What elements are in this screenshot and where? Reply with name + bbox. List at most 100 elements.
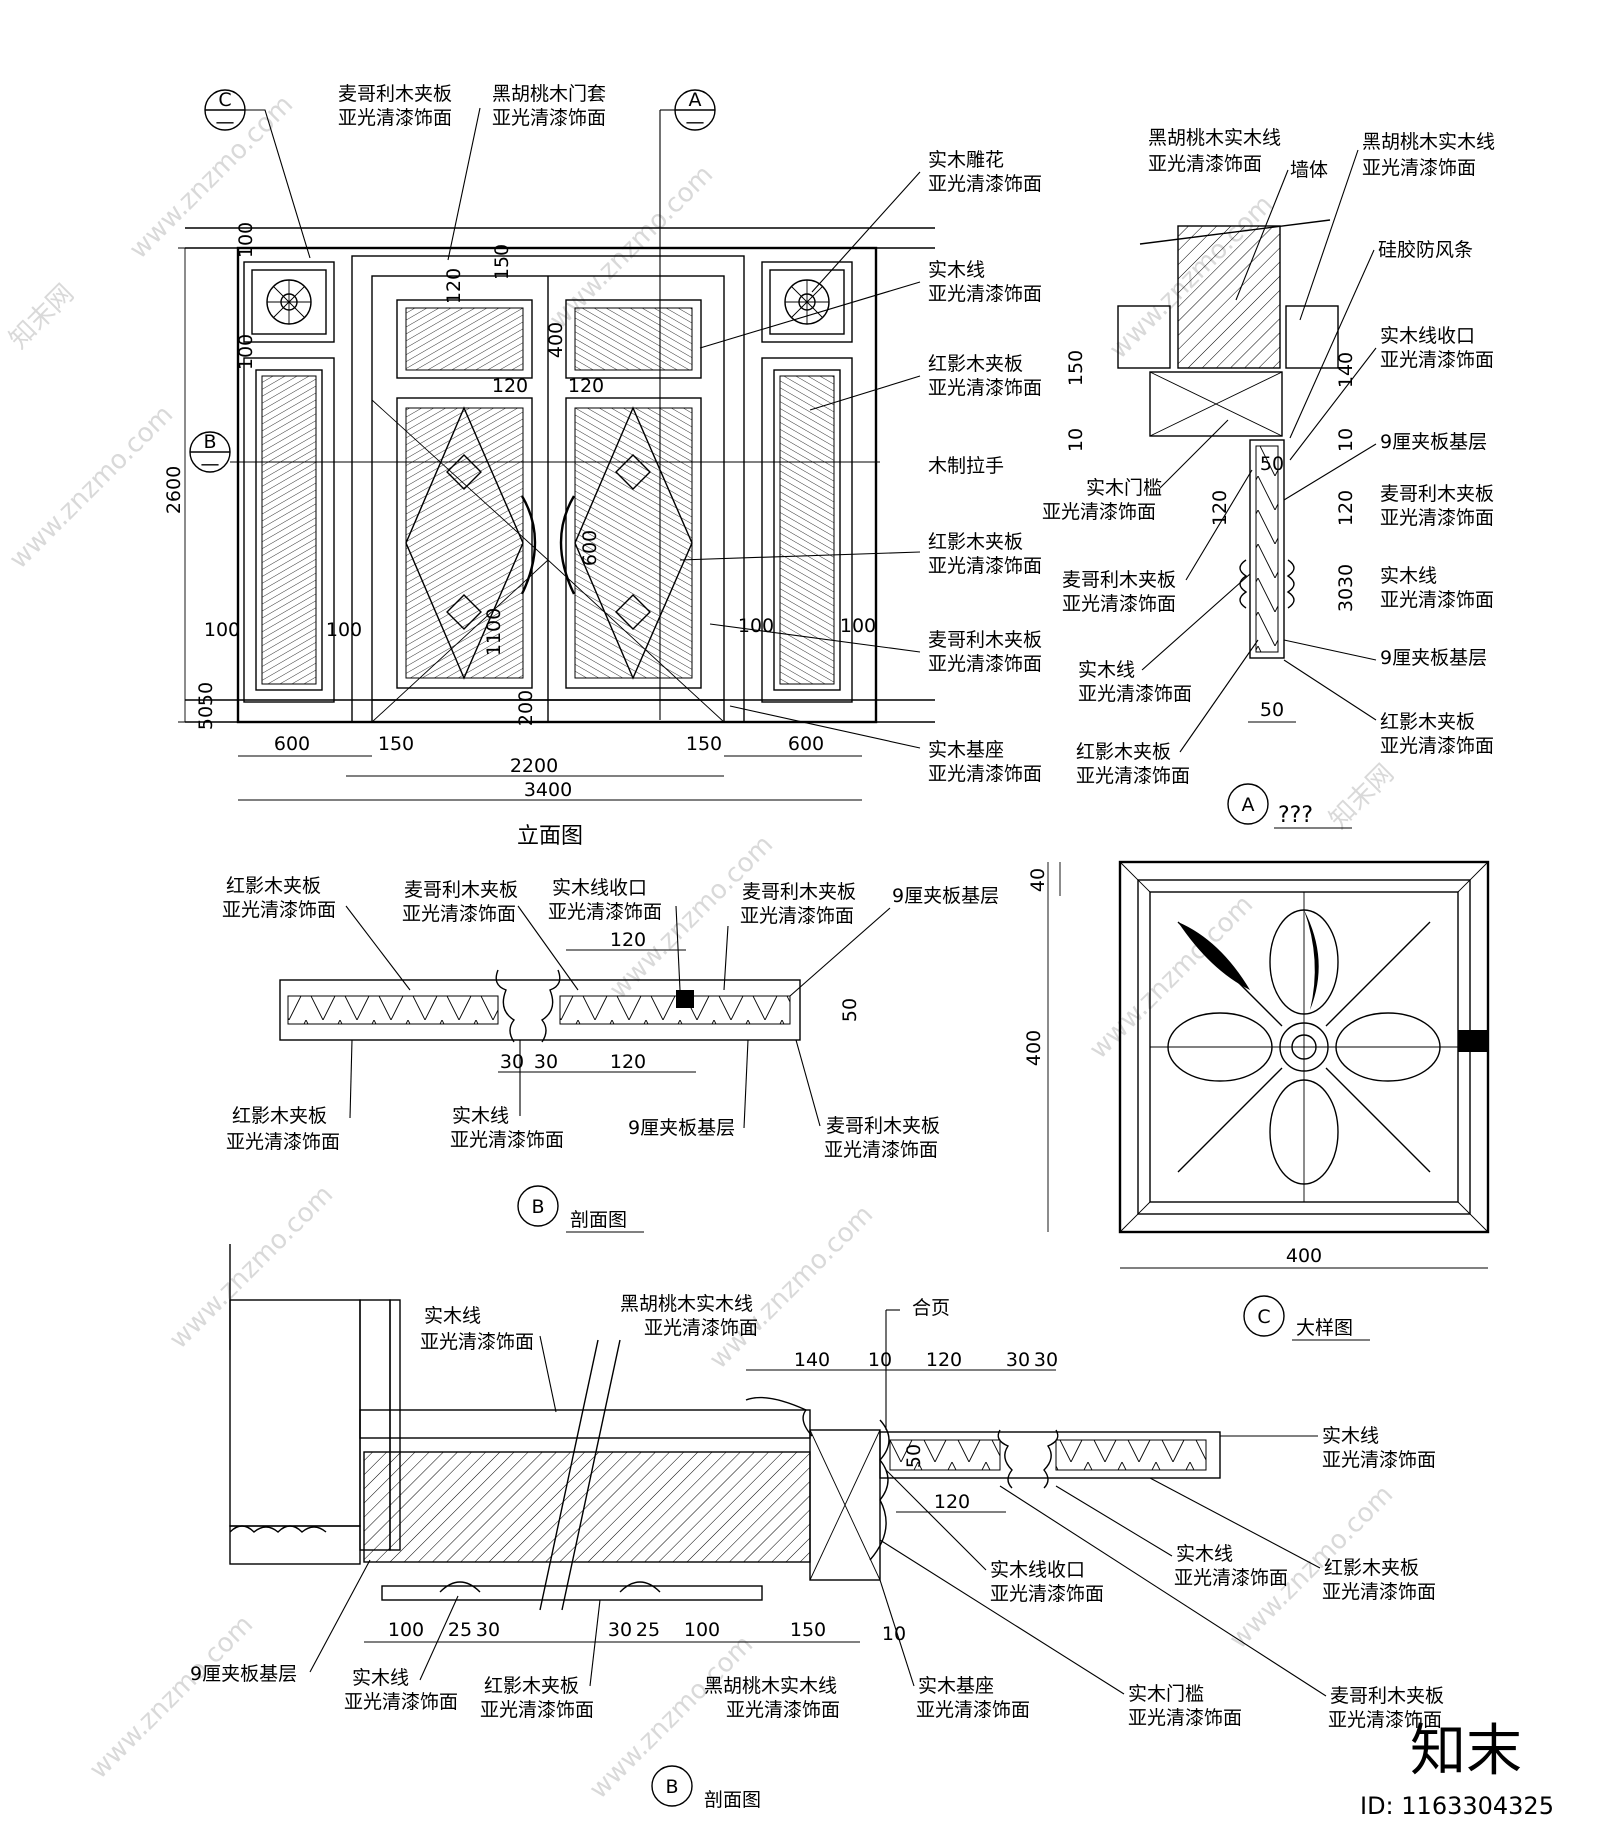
- label-finish: 亚光清漆饰面: [450, 1129, 564, 1151]
- label-solid-molding: 实木线: [452, 1105, 509, 1127]
- watermark-site: www.znzmo.com: [704, 1200, 879, 1375]
- label-solid-molding: 实木线: [1176, 1543, 1233, 1565]
- section-b2-view: [229, 1244, 1221, 1611]
- section-b2-title: 剖面图: [704, 1789, 761, 1811]
- callout-letter: B: [665, 1776, 678, 1798]
- label-finish: 亚光清漆饰面: [222, 899, 336, 921]
- label-finish: 亚光清漆饰面: [928, 173, 1042, 195]
- label-solid-molding: 实木线: [1078, 659, 1135, 681]
- elevation-title: 立面图: [517, 824, 583, 849]
- label-solid-molding: 实木线: [352, 1667, 409, 1689]
- label-finish: 亚光清漆饰面: [644, 1317, 758, 1339]
- dim-label: 30: [500, 1051, 524, 1073]
- dim-label: 100: [840, 615, 876, 637]
- section-b2-dimensions: 140 10 120 30 30 120 50 100 25 30 30 25 …: [364, 1349, 1058, 1811]
- label-threshold: 实木门槛: [1128, 1683, 1204, 1705]
- watermark-brand: 知末网: [1324, 759, 1400, 835]
- dim-label: 1100: [483, 608, 505, 656]
- label-finish: 亚光清漆饰面: [1380, 735, 1494, 757]
- callout-sheet: —: [201, 453, 220, 475]
- brand-logo: 知末 ID: 1163304325: [1360, 1719, 1554, 1820]
- dim-label: 600: [579, 530, 601, 566]
- dim-label: 100: [388, 1619, 424, 1641]
- section-a-title: ???: [1278, 803, 1313, 828]
- label-walnut-molding: 黑胡桃木实木线: [704, 1675, 837, 1697]
- label-wall: 墙体: [1290, 159, 1328, 181]
- section-b1-view: [279, 969, 801, 1043]
- label-finish: 亚光清漆饰面: [1380, 507, 1494, 529]
- callout-b: B —: [189, 431, 880, 475]
- elevation-labels: 麦哥利木夹板 亚光清漆饰面 黑胡桃木门套 亚光清漆饰面 实木雕花 亚光清漆饰面 …: [338, 83, 1042, 785]
- dim-label: 200: [515, 690, 537, 726]
- dim-label: 120: [492, 375, 528, 397]
- dim-label: 50: [1260, 453, 1284, 475]
- rosette-ornament: [266, 279, 312, 325]
- label-mageli-panel: 麦哥利木夹板: [1380, 483, 1494, 505]
- dim-label: 10: [1065, 428, 1087, 452]
- label-finish: 亚光清漆饰面: [226, 1131, 340, 1153]
- label-finish: 亚光清漆饰面: [1174, 1567, 1288, 1589]
- label-finish: 亚光清漆饰面: [402, 903, 516, 925]
- label-walnut-molding: 黑胡桃木实木线: [1362, 131, 1495, 153]
- dim-label: 30: [1335, 564, 1357, 588]
- label-weather-strip: 硅胶防风条: [1378, 239, 1473, 261]
- dim-label: 120: [443, 268, 465, 304]
- label-hongying-panel: 红影木夹板: [484, 1675, 579, 1697]
- label-hongying-panel: 红影木夹板: [226, 875, 321, 897]
- watermark-brand: 知末网: [4, 279, 80, 355]
- dim-label: 120: [568, 375, 604, 397]
- section-a-view: [1117, 219, 1339, 659]
- label-solid-molding: 实木线: [1322, 1425, 1379, 1447]
- dim-label: 50: [903, 1444, 925, 1468]
- label-finish: 亚光清漆饰面: [492, 107, 606, 129]
- dim-label: 50: [1260, 699, 1284, 721]
- label-mageli-panel: 麦哥利木夹板: [338, 83, 452, 105]
- dim-label: 120: [1209, 490, 1231, 526]
- dim-label: 140: [794, 1349, 830, 1371]
- dim-label: 100: [204, 619, 240, 641]
- callout-c: C —: [204, 89, 311, 259]
- image-id: ID: 1163304325: [1360, 1792, 1554, 1820]
- elevation-view: [185, 227, 935, 724]
- dim-label: 25: [448, 1619, 472, 1641]
- rosette-ornament: [1167, 909, 1441, 1185]
- callout-letter: A: [1242, 794, 1255, 816]
- label-plywood-base: 9厘夹板基层: [190, 1663, 297, 1685]
- logo-text: 知末: [1410, 1719, 1522, 1784]
- dim-label: 30: [476, 1619, 500, 1641]
- dim-label: 10: [1335, 428, 1357, 452]
- dim-label: 400: [1023, 1030, 1045, 1066]
- watermark-site: www.znzmo.com: [84, 1610, 259, 1785]
- dim-label: 120: [934, 1491, 970, 1513]
- dim-label: 10: [882, 1623, 906, 1645]
- callout-letter: C: [218, 89, 231, 111]
- label-solid-molding: 实木线: [928, 259, 985, 281]
- dim-label: 100: [684, 1619, 720, 1641]
- label-mageli-panel: 麦哥利木夹板: [404, 879, 518, 901]
- label-finish: 亚光清漆饰面: [1380, 589, 1494, 611]
- dim-label: 150: [790, 1619, 826, 1641]
- label-finish: 亚光清漆饰面: [1042, 501, 1156, 523]
- dim-label: 30: [1335, 588, 1357, 612]
- watermark-site: www.znzmo.com: [124, 90, 299, 265]
- dim-label: 400: [1286, 1245, 1322, 1267]
- dim-label: 30: [534, 1051, 558, 1073]
- dim-label: 600: [788, 733, 824, 755]
- rosette-ornament: [784, 279, 830, 325]
- dim-label: 140: [1335, 352, 1357, 388]
- label-hongying-panel: 红影木夹板: [1076, 741, 1171, 763]
- callout-letter: A: [689, 89, 702, 111]
- section-b1-title: 剖面图: [570, 1209, 627, 1231]
- callout-a: A —: [659, 89, 716, 720]
- callout-letter: B: [531, 1196, 544, 1218]
- label-hongying-panel: 红影木夹板: [928, 353, 1023, 375]
- dim-label: 150: [491, 244, 513, 280]
- dim-label: 120: [610, 929, 646, 951]
- label-finish: 亚光清漆饰面: [726, 1699, 840, 1721]
- dim-label: 120: [1335, 490, 1357, 526]
- dim-label: 30: [608, 1619, 632, 1641]
- label-finish: 亚光清漆饰面: [420, 1331, 534, 1353]
- dim-label: 100: [326, 619, 362, 641]
- callout-sheet: —: [216, 111, 235, 133]
